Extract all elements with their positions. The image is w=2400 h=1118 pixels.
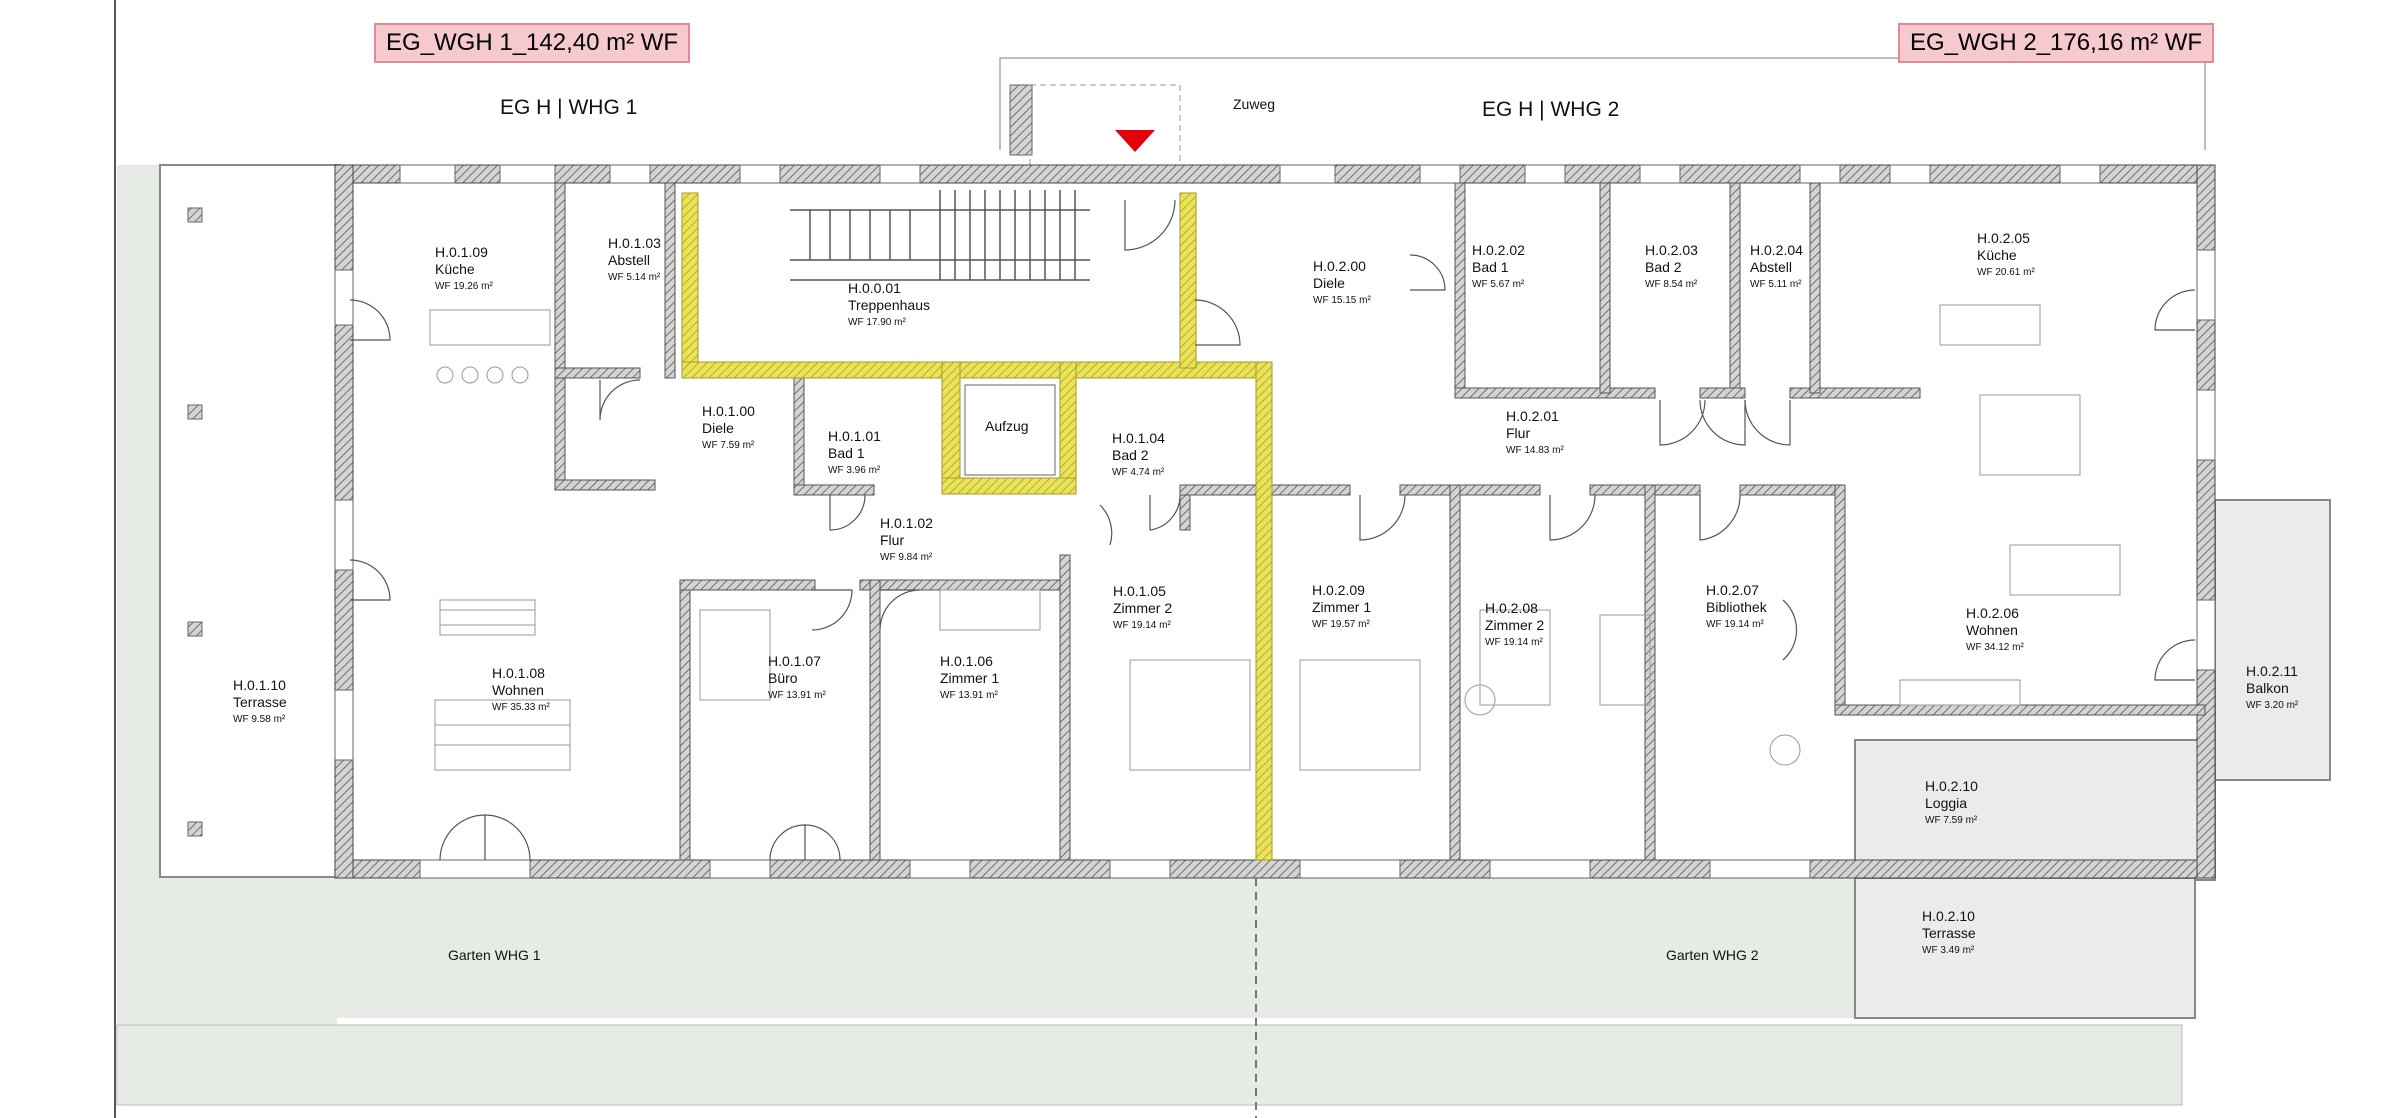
garden-label-whg1: Garten WHG 1 xyxy=(448,947,541,963)
terrace-whg1 xyxy=(159,164,341,878)
entrance-path-outline xyxy=(999,57,2206,150)
wing-label-whg2: EG H | WHG 2 xyxy=(1482,98,1620,121)
garden-area-south xyxy=(117,878,2182,1018)
balcony-whg2 xyxy=(2214,499,2331,781)
lift-shaft-lines xyxy=(964,384,1056,476)
canopy-outline xyxy=(1029,84,1181,166)
terrace-markers xyxy=(187,207,203,837)
lift-label: Aufzug xyxy=(985,418,1029,434)
terrace-whg2 xyxy=(1854,877,2196,1019)
path-label: Zuweg xyxy=(1233,96,1276,112)
outer-wall-east xyxy=(2196,164,2216,879)
outer-wall-south xyxy=(334,859,2216,879)
staircase-treads xyxy=(790,190,1090,281)
entrance-wall-stub xyxy=(1009,84,1033,156)
wing-label-whg1: EG H | WHG 1 xyxy=(500,96,638,119)
garden-area-lower xyxy=(116,1024,2183,1106)
door-swings xyxy=(349,199,2196,861)
entrance-marker-icon xyxy=(1115,130,1155,152)
loggia-floor xyxy=(1854,739,2216,881)
windows-side xyxy=(334,249,2216,761)
windows-north xyxy=(399,164,2101,184)
furniture-outlines xyxy=(429,304,2121,771)
garden-label-whg2: Garten WHG 2 xyxy=(1666,947,1759,963)
windows-south xyxy=(419,859,1811,879)
core-highlight-walls xyxy=(681,192,1273,861)
unit-area-title-whg2: EG_WGH 2_176,16 m² WF xyxy=(1898,23,2215,63)
unit-area-title-whg1: EG_WGH 1_142,40 m² WF xyxy=(374,23,691,63)
